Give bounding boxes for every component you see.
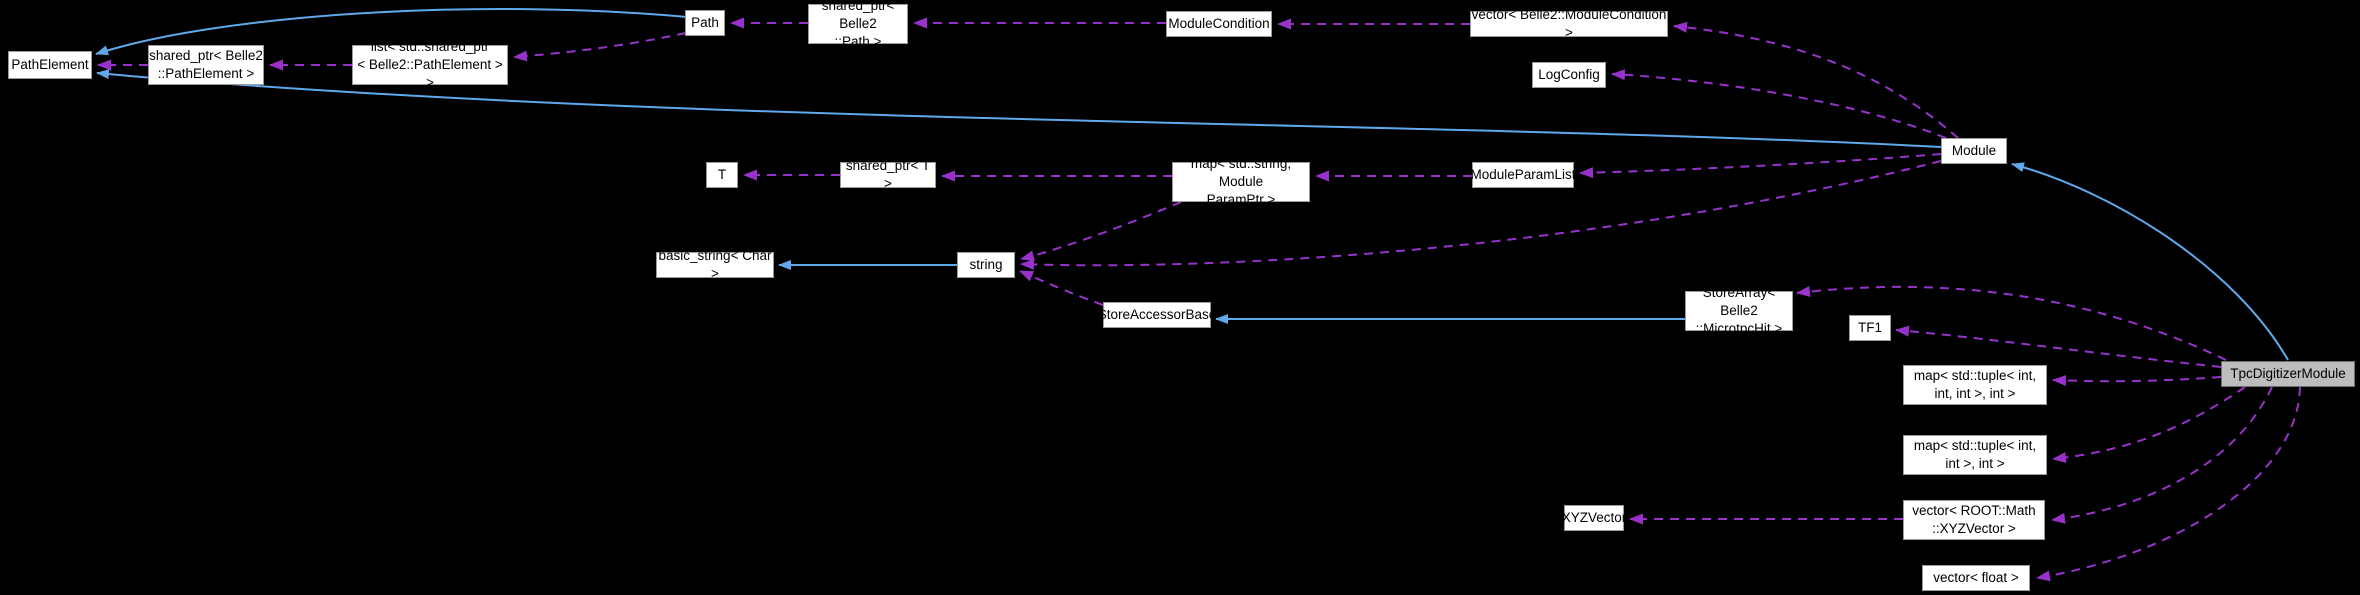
node-map-tuple-int-int[interactable]: map< std::tuple< int, int >, int > [1903, 435, 2047, 475]
edge-tpcdigitizer-to-vectorxyz [2051, 386, 2273, 524]
edge-module-to-moduleparamlist [1579, 153, 1942, 179]
node-string[interactable]: string [957, 252, 1015, 278]
edge-map-to-string [1020, 201, 1182, 262]
node-tf1[interactable]: TF1 [1849, 315, 1891, 341]
node-storeaccessorbase[interactable]: StoreAccessorBase [1098, 302, 1216, 328]
edge-tpcdigitizer-to-maptuple2 [2052, 386, 2246, 464]
edge-tpcdigitizer-to-module [2011, 162, 2289, 361]
node-basic-string[interactable]: basic_string< Char > [656, 248, 774, 281]
node-tpcdigitizermodule-current[interactable]: TpcDigitizerModule [2221, 361, 2355, 387]
edge-tpcdigitizer-to-vectorfloat [2036, 386, 2301, 582]
edge-path-to-pathelement [95, 8, 688, 56]
node-vector-float[interactable]: vector< float > [1922, 565, 2030, 591]
node-vector-modulecondition[interactable]: vector< Belle2::ModuleCondition > [1470, 7, 1668, 40]
edge-module-to-vectormodulecondition [1673, 21, 1959, 139]
node-pathelement[interactable]: PathElement [8, 51, 92, 79]
node-path[interactable]: Path [685, 10, 725, 36]
node-list-shared-ptr-pathelement[interactable]: list< std::shared_ptr < Belle2::PathElem… [352, 39, 508, 90]
node-moduleparamlist[interactable]: ModuleParamList [1470, 162, 1576, 188]
node-shared-ptr-pathelement[interactable]: shared_ptr< Belle2 ::PathElement > [148, 45, 264, 85]
node-shared-ptr-path[interactable]: shared_ptr< Belle2 ::Path > [808, 0, 908, 49]
edge-tpcdigitizer-to-tf1 [1895, 325, 2222, 368]
node-vector-xyzvector[interactable]: vector< ROOT::Math ::XYZVector > [1903, 500, 2045, 540]
node-storearray-microtpchit[interactable]: StoreArray< Belle2 ::MicrotpcHit > [1685, 285, 1793, 336]
edge-module-to-string [1020, 160, 1942, 270]
edge-module-to-pathelement [96, 69, 1942, 148]
node-map-tuple-int-int-int[interactable]: map< std::tuple< int, int, int >, int > [1903, 365, 2047, 405]
edge-path-to-list [513, 32, 687, 62]
edge-tpcdigitizer-to-storearray [1796, 285, 2227, 361]
node-xyzvector[interactable]: XYZVector [1562, 505, 1626, 531]
node-shared-ptr-t[interactable]: shared_ptr< T > [840, 158, 936, 191]
edge-storeaccessorbase-to-string [1019, 270, 1104, 306]
node-modulecondition[interactable]: ModuleCondition [1166, 11, 1272, 37]
node-module[interactable]: Module [1941, 138, 2007, 164]
node-t[interactable]: T [706, 162, 738, 188]
edge-module-to-logconfig [1611, 69, 1947, 139]
edge-tpcdigitizer-to-maptuple3 [2052, 375, 2222, 387]
node-logconfig[interactable]: LogConfig [1532, 62, 1606, 88]
node-map-string-moduleparamptr[interactable]: map< std::string, Module ParamPtr > [1172, 156, 1310, 207]
